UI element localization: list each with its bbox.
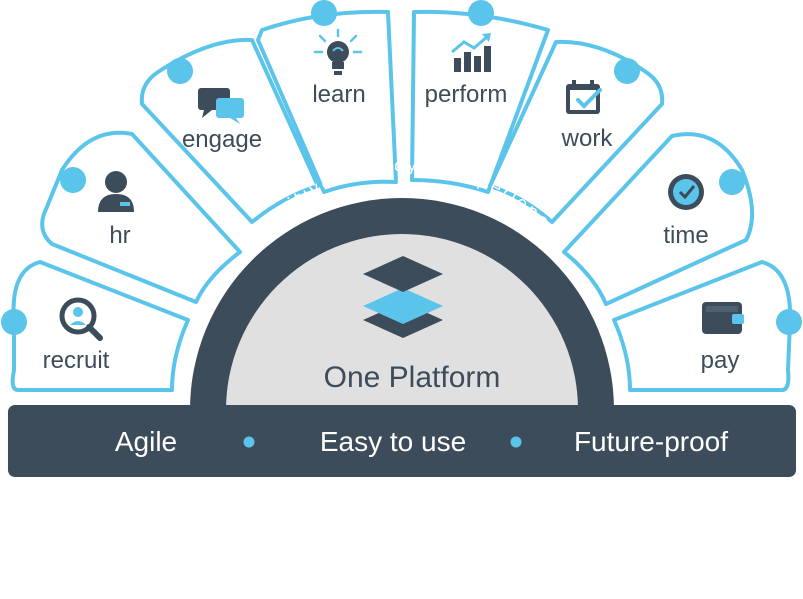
segment-node-dot: [614, 58, 640, 84]
feature-easy-to-use: Easy to use: [320, 426, 466, 457]
segment-label: pay: [701, 347, 740, 374]
segment-learn: learn: [256, 0, 398, 194]
segment-label: time: [663, 222, 708, 249]
feature-bar-bg: [8, 405, 796, 477]
segment-node-dot: [167, 58, 193, 84]
feature-future-proof: Future-proof: [574, 426, 728, 457]
segment-work: work: [488, 39, 665, 224]
calendar-check-icon: [566, 80, 602, 114]
wallet-icon: [702, 302, 744, 334]
segment-label: hr: [109, 222, 130, 249]
hub-title: One Platform: [324, 361, 501, 394]
person-icon: [98, 171, 134, 212]
growth-chart-icon: [451, 33, 491, 72]
segment-label: work: [561, 125, 614, 152]
segment-time: time: [562, 132, 755, 306]
lightbulb-icon: [313, 28, 363, 75]
segment-label: engage: [182, 126, 262, 153]
segment-node-dot: [311, 0, 337, 26]
feature-agile: Agile: [115, 426, 177, 457]
segment-fan: recruit hr engage: [1, 0, 802, 392]
stacked-layers-icon: [363, 256, 443, 338]
segment-label: learn: [312, 81, 365, 108]
bullet-dot: [243, 436, 255, 448]
segment-node-dot: [719, 169, 745, 195]
magnifier-person-icon: [59, 297, 103, 341]
segment-engage: engage: [139, 37, 320, 224]
segment-node-dot: [776, 309, 802, 335]
segment-hr: hr: [40, 130, 242, 304]
segment-node-dot: [1, 309, 27, 335]
segment-recruit: recruit: [1, 260, 190, 392]
bullet-dot: [510, 436, 522, 448]
segment-perform: perform: [410, 0, 550, 194]
segment-label: recruit: [43, 347, 110, 374]
segment-node-dot: [60, 167, 86, 193]
feature-bar: Agile Easy to use Future-proof: [8, 405, 796, 477]
chat-bubbles-icon: [198, 88, 244, 124]
segment-node-dot: [468, 0, 494, 26]
clock-icon: [668, 174, 704, 210]
hub: Intuitive Employee Experience One Platfo…: [190, 156, 614, 410]
segment-pay: pay: [612, 260, 802, 392]
segment-label: perform: [425, 81, 508, 108]
